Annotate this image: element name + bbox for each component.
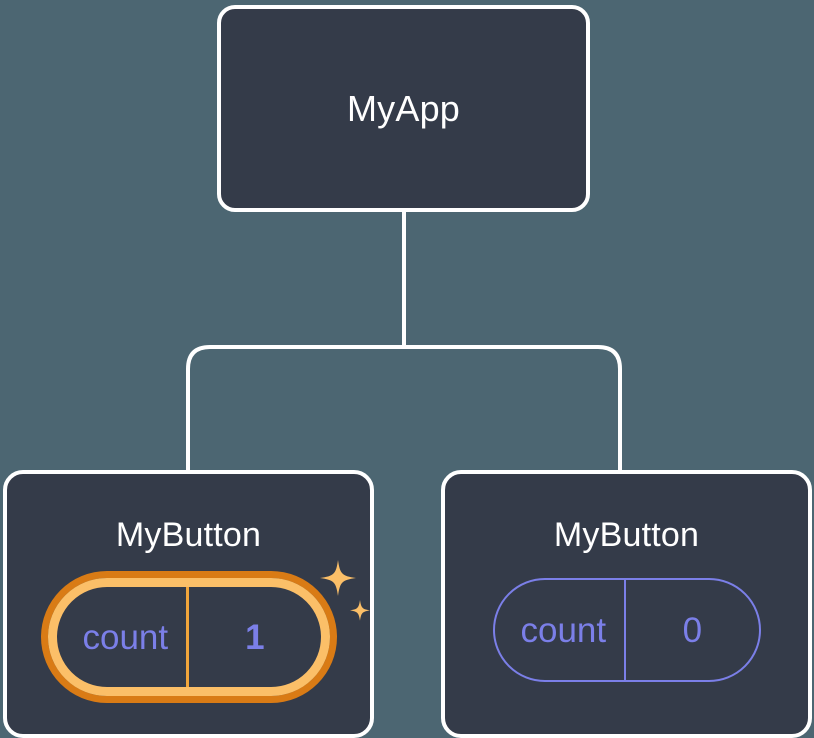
state-pill-highlighted[interactable]: count 1 xyxy=(47,578,330,696)
node-mybutton-left[interactable]: MyButton count 1 xyxy=(3,470,374,738)
node-title: MyApp xyxy=(346,87,461,129)
state-pill[interactable]: count 0 xyxy=(492,578,761,682)
connector-bus xyxy=(186,345,622,472)
state-key-label: count xyxy=(82,617,169,657)
state-key-cell: count xyxy=(57,587,187,687)
sparkle-large-icon xyxy=(319,560,356,596)
state-pill-wrapper: count 1 xyxy=(47,560,370,696)
state-value-label: 1 xyxy=(245,617,265,657)
state-value-cell: 1 xyxy=(186,587,320,687)
state-key-cell: count xyxy=(495,580,625,680)
state-value-cell: 0 xyxy=(624,580,758,680)
node-title: MyButton xyxy=(115,516,262,554)
node-myapp[interactable]: MyApp xyxy=(217,5,590,212)
node-title: MyButton xyxy=(553,516,700,554)
node-mybutton-right[interactable]: MyButton count 0 xyxy=(441,470,812,738)
state-pill-wrapper: count 0 xyxy=(492,578,761,682)
state-value-label: 0 xyxy=(682,610,703,650)
state-key-label: count xyxy=(520,610,607,650)
sparkle-small-icon xyxy=(349,600,370,621)
